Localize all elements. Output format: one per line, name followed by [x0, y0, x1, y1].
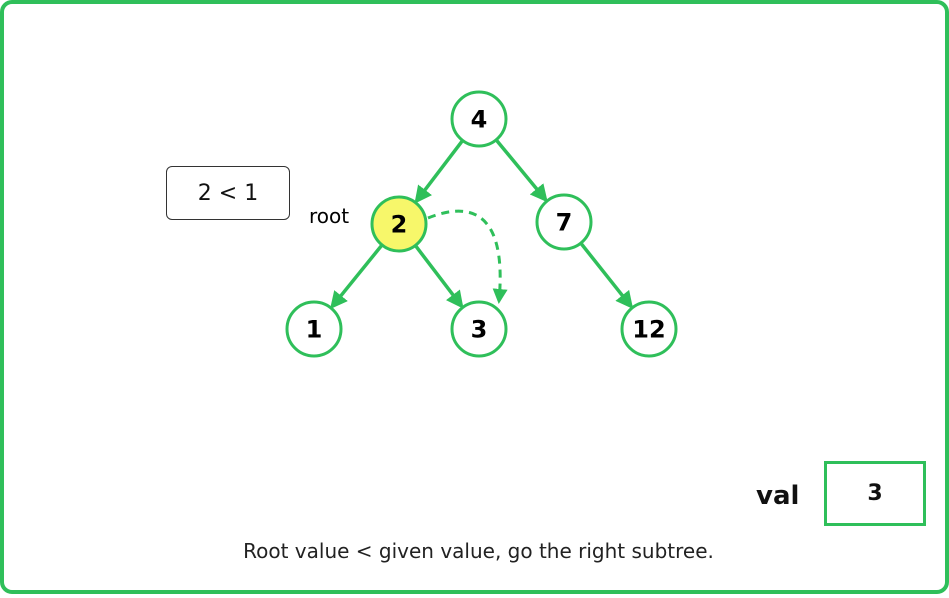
traversal-arrow: [427, 209, 508, 304]
node-circle: [535, 193, 593, 251]
tree-node: 4: [450, 90, 508, 148]
node-circle: [285, 300, 343, 358]
tree-node: 7: [535, 193, 593, 251]
node-circle: [450, 300, 508, 358]
edge-n2-n3: [413, 244, 464, 309]
node-label: 2: [391, 211, 408, 239]
edge-n7-n12: [579, 242, 634, 310]
node-label: 12: [632, 316, 665, 344]
node-circle: [450, 90, 508, 148]
edge-n4-n2: [414, 139, 465, 204]
edge-n2-n1: [330, 243, 384, 310]
val-label: val: [756, 481, 800, 511]
node-label: 3: [471, 316, 488, 344]
root-label: root: [309, 204, 350, 228]
node-circle: [620, 300, 678, 358]
comparison-box: 2 < 1: [166, 166, 290, 220]
tree-node: 12: [620, 300, 678, 358]
node-label: 4: [471, 106, 488, 134]
val-box: 3: [824, 461, 926, 526]
caption: Root value < given value, go the right s…: [243, 539, 714, 563]
tree-node: 3: [450, 300, 508, 358]
binary-tree-diagram: 4 2 7 1 3 12: [285, 90, 678, 358]
node-circle: [370, 195, 428, 253]
node-label: 7: [556, 209, 573, 237]
edge-n4-n7: [494, 138, 548, 203]
tree-node: 1: [285, 300, 343, 358]
node-label: 1: [306, 316, 323, 344]
tree-node: 2: [370, 195, 428, 253]
